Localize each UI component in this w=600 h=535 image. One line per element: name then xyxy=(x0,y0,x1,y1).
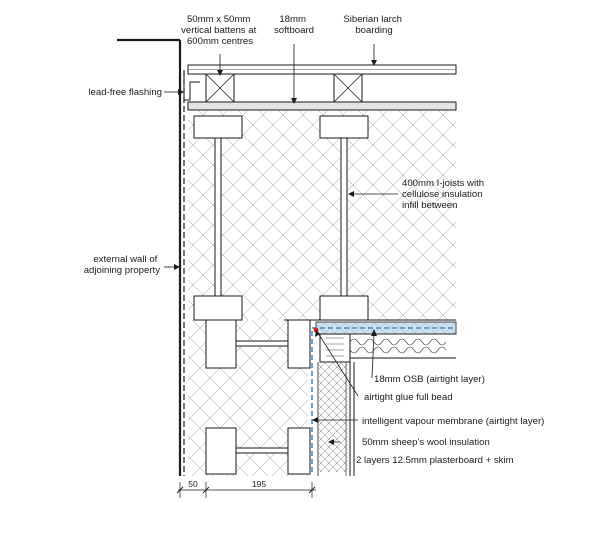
hatch-line xyxy=(357,221,456,320)
label-flashing: lead-free flashing xyxy=(88,87,162,98)
cellulose-insulation-hatch-lower xyxy=(188,320,600,476)
label-larch: Siberian larch boarding xyxy=(343,14,404,36)
label-external-wall: external wall of adjoining property xyxy=(84,254,160,276)
hatch-line xyxy=(423,322,437,334)
label-sheep-wool: 50mm sheep’s wool insulation xyxy=(362,437,490,448)
hatch-line xyxy=(478,110,600,320)
hatch-line xyxy=(318,371,348,403)
hatch-line xyxy=(397,261,456,320)
hatch-line xyxy=(478,110,600,320)
hatch-line xyxy=(437,301,456,320)
battens xyxy=(205,73,363,103)
hatch-line xyxy=(518,110,600,320)
hatch-line xyxy=(188,435,229,476)
hatch-line xyxy=(464,322,476,334)
hatch-line xyxy=(188,475,189,476)
hatch-line xyxy=(188,299,209,320)
hatch-line xyxy=(318,427,348,459)
hatch-line xyxy=(319,443,348,472)
adjoining-wall xyxy=(117,38,185,476)
hatch-line xyxy=(452,320,600,476)
label-battens: 50mm x 50mm vertical battens at 600mm ce… xyxy=(181,14,259,47)
dimension-195: 195 xyxy=(252,479,266,489)
hatch-line xyxy=(357,110,456,209)
hatch-line xyxy=(337,201,456,320)
label-glue: airtight glue full bead xyxy=(364,392,453,403)
hatch-line xyxy=(188,320,229,361)
hatch-line xyxy=(318,435,348,467)
hatch-line xyxy=(518,110,600,320)
label-membrane: intelligent vapour membrane (airtight la… xyxy=(362,416,544,427)
hatch-line xyxy=(383,322,397,334)
plasterboard xyxy=(345,362,355,476)
hatch-line xyxy=(318,411,348,443)
dimension-50: 50 xyxy=(188,479,198,489)
hatch-line xyxy=(558,110,600,320)
larch-boarding xyxy=(187,64,457,75)
hatch-line xyxy=(318,379,348,411)
hatch-line xyxy=(318,435,348,467)
hatch-line xyxy=(377,241,456,320)
dimension-line: 50 195 xyxy=(176,479,316,498)
hatch-line xyxy=(377,110,456,189)
hatch-line xyxy=(318,379,348,411)
cellulose-insulation-hatch xyxy=(188,110,600,320)
hatch-line xyxy=(578,110,600,320)
hatch-line xyxy=(318,363,348,395)
hatch-line xyxy=(327,451,348,472)
hatch-line xyxy=(437,110,456,129)
i-joists-lower xyxy=(205,319,311,475)
hatch-line xyxy=(188,110,189,111)
hatch-line xyxy=(417,281,456,320)
hatch-line xyxy=(323,362,348,387)
flashing xyxy=(183,70,200,101)
hatch-line xyxy=(318,403,348,435)
i-joists-upper xyxy=(193,115,369,321)
hatch-line xyxy=(397,110,456,169)
hatch-line xyxy=(558,110,600,320)
hatch-line xyxy=(318,427,348,459)
leader-lines xyxy=(164,44,398,460)
hatch-line xyxy=(498,110,600,320)
annotation-labels: 50mm x 50mm vertical battens at 600mm ce… xyxy=(84,14,545,466)
label-osb: 18mm OSB (airtight layer) xyxy=(374,374,485,385)
hatch-line xyxy=(318,362,343,387)
label-i-joists: 400mm I-joists with cellulose insulation… xyxy=(402,178,487,211)
hatch-line xyxy=(432,320,588,476)
hatch-line xyxy=(343,322,357,334)
hatch-line xyxy=(452,320,600,476)
hatch-line xyxy=(538,110,600,320)
hatch-line xyxy=(458,110,600,320)
hatch-line xyxy=(417,110,456,149)
hatch-line xyxy=(317,181,456,320)
hatch-line xyxy=(458,110,600,320)
hatch-line xyxy=(318,451,339,472)
hatch-line xyxy=(464,322,476,334)
hatch-line xyxy=(318,363,348,395)
hatch-line xyxy=(188,455,209,476)
softboard xyxy=(187,101,457,111)
label-softboard: 18mm softboard xyxy=(274,14,314,36)
vapour-membrane xyxy=(311,327,456,472)
label-plasterboard: 2 layers 12.5mm plasterboard + skim xyxy=(356,455,514,466)
hatch-line xyxy=(318,371,348,403)
hatch-line xyxy=(188,320,189,321)
hatch-line xyxy=(538,110,600,320)
hatch-line xyxy=(188,319,189,320)
hatch-line xyxy=(578,110,600,320)
hatch-line xyxy=(498,110,600,320)
hatch-line xyxy=(318,443,347,472)
hatch-line xyxy=(188,320,209,341)
hatch-line xyxy=(318,395,348,427)
hatch-line xyxy=(188,110,209,131)
hatch-line xyxy=(432,320,588,476)
hatch-line xyxy=(297,161,456,320)
